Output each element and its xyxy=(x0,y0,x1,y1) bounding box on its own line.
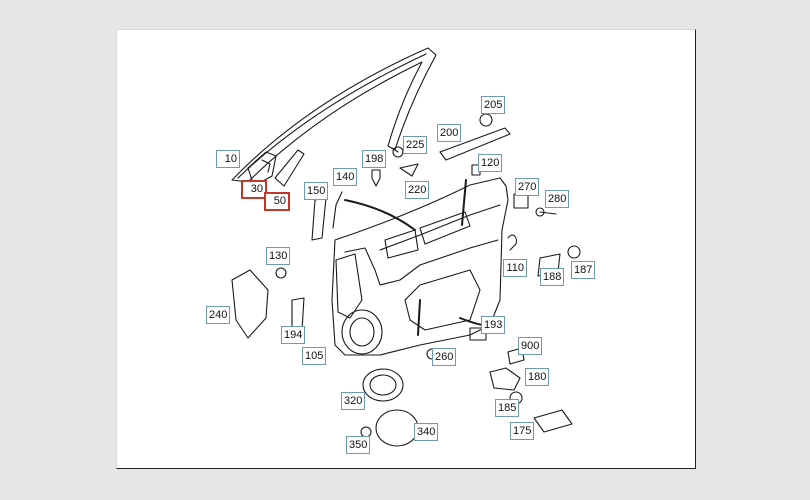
part-label-350[interactable]: 350 xyxy=(346,436,371,454)
part-label-900[interactable]: 900 xyxy=(518,337,543,355)
part-label-175[interactable]: 175 xyxy=(510,422,535,440)
part-label-240[interactable]: 240 xyxy=(206,306,231,324)
part-label-340[interactable]: 340 xyxy=(414,423,439,441)
part-label-193[interactable]: 193 xyxy=(481,316,506,334)
part-label-30[interactable]: 30 xyxy=(241,180,267,199)
part-label-150[interactable]: 150 xyxy=(304,182,329,200)
part-label-205[interactable]: 205 xyxy=(481,96,506,114)
part-label-320[interactable]: 320 xyxy=(341,392,366,410)
part-320-ring xyxy=(362,368,404,402)
part-label-10[interactable]: 10 xyxy=(216,150,240,168)
diagram-sheet xyxy=(116,29,696,469)
door-panel-part xyxy=(331,177,509,356)
part-label-188[interactable]: 188 xyxy=(540,268,565,286)
part-175-light xyxy=(533,409,573,433)
part-label-185[interactable]: 185 xyxy=(495,399,520,417)
panel-speaker-part xyxy=(341,309,383,355)
part-label-110[interactable]: 110 xyxy=(503,259,527,277)
part-label-225[interactable]: 225 xyxy=(403,136,428,154)
part-label-120[interactable]: 120 xyxy=(478,154,503,172)
part-label-280[interactable]: 280 xyxy=(545,190,570,208)
part-label-50[interactable]: 50 xyxy=(264,192,290,211)
part-240-cover xyxy=(231,269,269,339)
window-frame-part xyxy=(231,47,437,183)
part-label-220[interactable]: 220 xyxy=(405,181,430,199)
part-200-strip xyxy=(439,127,511,161)
part-label-260[interactable]: 260 xyxy=(432,348,457,366)
trim-piece-part xyxy=(274,149,305,187)
part-label-105[interactable]: 105 xyxy=(302,347,327,365)
part-150-handle xyxy=(311,197,327,241)
part-label-194[interactable]: 194 xyxy=(281,326,306,344)
part-label-140[interactable]: 140 xyxy=(333,168,358,186)
part-label-198[interactable]: 198 xyxy=(362,150,387,168)
part-label-200[interactable]: 200 xyxy=(437,124,462,142)
part-label-270[interactable]: 270 xyxy=(515,178,540,196)
part-label-130[interactable]: 130 xyxy=(266,247,291,265)
part-label-180[interactable]: 180 xyxy=(525,368,550,386)
part-label-187[interactable]: 187 xyxy=(571,261,596,279)
part-340-grille xyxy=(375,409,419,447)
